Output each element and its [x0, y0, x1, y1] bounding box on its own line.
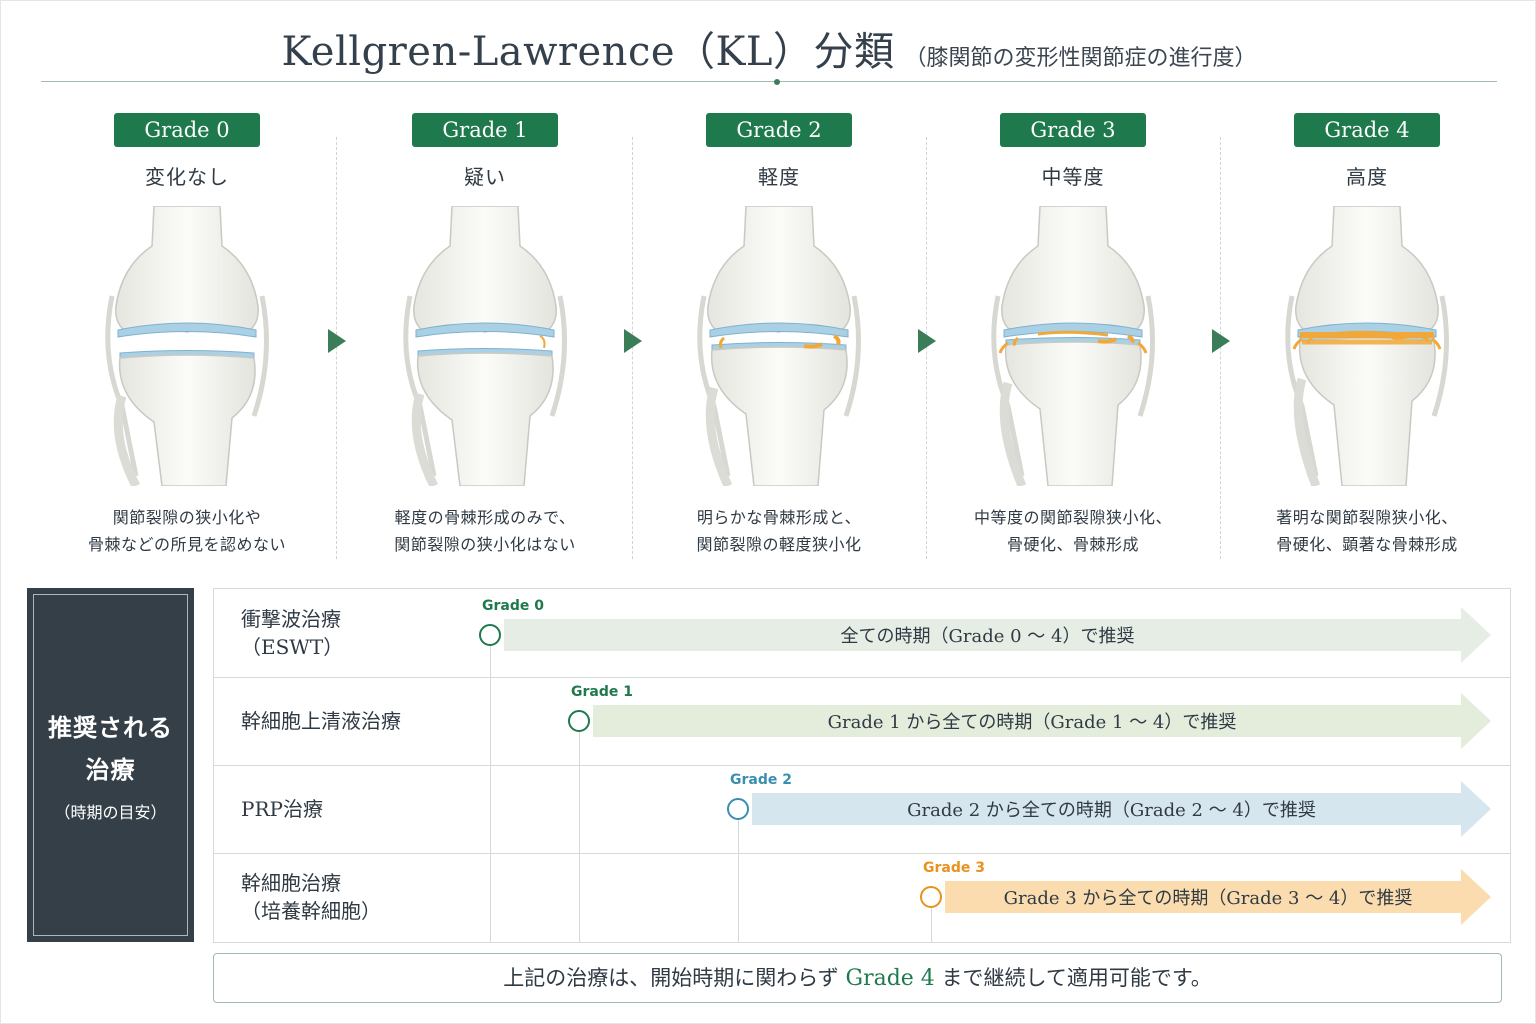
- recommendation-text: Grade 2 から全ての時期（Grade 2 〜 4）で推奨: [907, 800, 1316, 821]
- grade-description: 軽度の骨棘形成のみで、 関節裂隙の狭小化はない: [338, 504, 632, 558]
- knee-illustration: [105, 206, 269, 486]
- grade-desc-line2: 骨硬化、骨棘形成: [1006, 535, 1139, 554]
- treatment-name: 幹細胞上清液治療: [241, 707, 401, 735]
- grade-column-1: Grade 1 疑い 軽度の骨棘形成のみで、 関節裂隙の狭小化はない: [338, 113, 632, 558]
- page-title: Kellgren-Lawrence（KL）分類 （膝関節の変形性関節症の進行度）: [1, 19, 1536, 77]
- panel-inner: 推奨される 治療 （時期の目安）: [33, 594, 188, 936]
- start-marker-icon: [479, 624, 501, 646]
- start-guide-line: [490, 645, 491, 943]
- grade-label: 疑い: [464, 165, 506, 189]
- start-grade-tag: Grade 3: [921, 860, 991, 876]
- note-highlight: Grade 4: [845, 966, 935, 991]
- recommended-treatment-panel: 推奨される 治療 （時期の目安）: [27, 588, 194, 942]
- grade-badge: Grade 0: [114, 113, 260, 147]
- treatment-name-line2: （培養幹細胞）: [241, 899, 381, 923]
- start-guide-line: [931, 907, 932, 943]
- start-marker-icon: [568, 710, 590, 732]
- start-marker-icon: [727, 798, 749, 820]
- knee-illustration: [991, 206, 1155, 486]
- progression-arrow-icon: [1212, 329, 1230, 353]
- treatment-name-line2: （ESWT）: [241, 635, 344, 659]
- recommendation-bar: [593, 693, 1491, 749]
- treatment-name-line1: 幹細胞上清液治療: [241, 709, 401, 733]
- grade-column-4: Grade 4 高度: [1220, 113, 1514, 558]
- start-marker-icon: [920, 886, 942, 908]
- grade-description: 明らかな骨棘形成と、 関節裂隙の軽度狭小化: [632, 504, 926, 558]
- grade-description: 中等度の関節裂隙狭小化、 骨硬化、骨棘形成: [926, 504, 1220, 558]
- row-separator: [213, 677, 1511, 678]
- title-sub: （膝関節の変形性関節症の進行度）: [904, 46, 1257, 71]
- grade-desc-line1: 軽度の骨棘形成のみで、: [394, 508, 576, 527]
- grade-desc-line2: 骨硬化、顕著な骨棘形成: [1276, 535, 1458, 554]
- start-grade-tag: Grade 2: [728, 772, 798, 788]
- panel-subtitle: （時期の目安）: [54, 803, 167, 822]
- grade-desc-line2: 関節裂隙の軽度狭小化: [696, 535, 862, 554]
- treatment-name: PRP治療: [241, 795, 323, 823]
- grade-column-3: Grade 3 中等度: [926, 113, 1220, 558]
- grade-desc-line2: 骨棘などの所見を認めない: [87, 535, 286, 554]
- grade-desc-line1: 関節裂隙の狭小化や: [112, 508, 262, 527]
- grade-label: 高度: [1346, 165, 1388, 189]
- continuation-note: 上記の治療は、開始時期に関わらず Grade 4 まで継続して適用可能です。: [213, 953, 1502, 1003]
- start-grade-tag: Grade 0: [480, 598, 550, 614]
- progression-arrow-icon: [328, 329, 346, 353]
- note-after: まで継続して適用可能です。: [941, 966, 1212, 990]
- grade-column-2: Grade 2 軽度 明らかな骨棘形成と、 関節裂隙の軽度狭小化: [632, 113, 926, 558]
- grade-label: 変化なし: [145, 165, 229, 189]
- progression-arrow-icon: [624, 329, 642, 353]
- title-dot: [774, 79, 780, 85]
- note-before: 上記の治療は、開始時期に関わらず: [503, 966, 839, 990]
- start-grade-tag: Grade 1: [569, 684, 639, 700]
- treatment-name-line1: 衝撃波治療: [241, 607, 341, 631]
- grade-description: 関節裂隙の狭小化や 骨棘などの所見を認めない: [40, 504, 334, 558]
- title-main: Kellgren-Lawrence（KL）分類: [281, 29, 895, 75]
- treatment-name: 衝撃波治療 （ESWT）: [241, 605, 343, 661]
- grade-badge: Grade 1: [412, 113, 558, 147]
- recommendation-bar: [504, 607, 1491, 663]
- grade-column-0: Grade 0 変化なし 関節裂隙の狭小化や 骨棘などの所見を認めない: [40, 113, 334, 558]
- knee-illustration: [403, 206, 567, 486]
- knee-illustration: [697, 206, 861, 486]
- panel-title-line1: 推奨される: [48, 713, 173, 742]
- grade-badge: Grade 2: [706, 113, 852, 147]
- panel-title-line2: 治療: [85, 755, 136, 784]
- grade-desc-line1: 著明な関節裂隙狭小化、: [1276, 508, 1458, 527]
- treatment-name: 幹細胞治療 （培養幹細胞）: [241, 869, 381, 925]
- grade-badge: Grade 3: [1000, 113, 1146, 147]
- recommendation-text: Grade 1 から全ての時期（Grade 1 〜 4）で推奨: [827, 712, 1237, 733]
- grade-label: 軽度: [758, 165, 800, 189]
- grade-label: 中等度: [1041, 165, 1105, 189]
- row-separator: [213, 765, 1511, 766]
- grade-desc-line2: 関節裂隙の狭小化はない: [394, 535, 576, 554]
- treatment-name-line1: 幹細胞治療: [241, 871, 341, 895]
- progression-arrow-icon: [918, 329, 936, 353]
- grade-badge: Grade 4: [1294, 113, 1440, 147]
- grade-desc-line1: 中等度の関節裂隙狭小化、: [973, 508, 1172, 527]
- start-guide-line: [738, 819, 739, 943]
- grade-description: 著明な関節裂隙狭小化、 骨硬化、顕著な骨棘形成: [1220, 504, 1514, 558]
- grade-desc-line1: 明らかな骨棘形成と、: [696, 508, 862, 527]
- recommendation-text: 全ての時期（Grade 0 〜 4）で推奨: [840, 626, 1135, 647]
- knee-illustration: [1285, 206, 1449, 486]
- recommendation-bar: [752, 781, 1491, 837]
- recommendation-text: Grade 3 から全ての時期（Grade 3 〜 4）で推奨: [1003, 888, 1413, 909]
- title-rule: [41, 81, 1497, 82]
- treatment-name-line1: PRP治療: [241, 797, 323, 821]
- start-guide-line: [579, 731, 580, 943]
- row-separator: [213, 853, 1511, 854]
- recommendation-bar: [945, 869, 1491, 925]
